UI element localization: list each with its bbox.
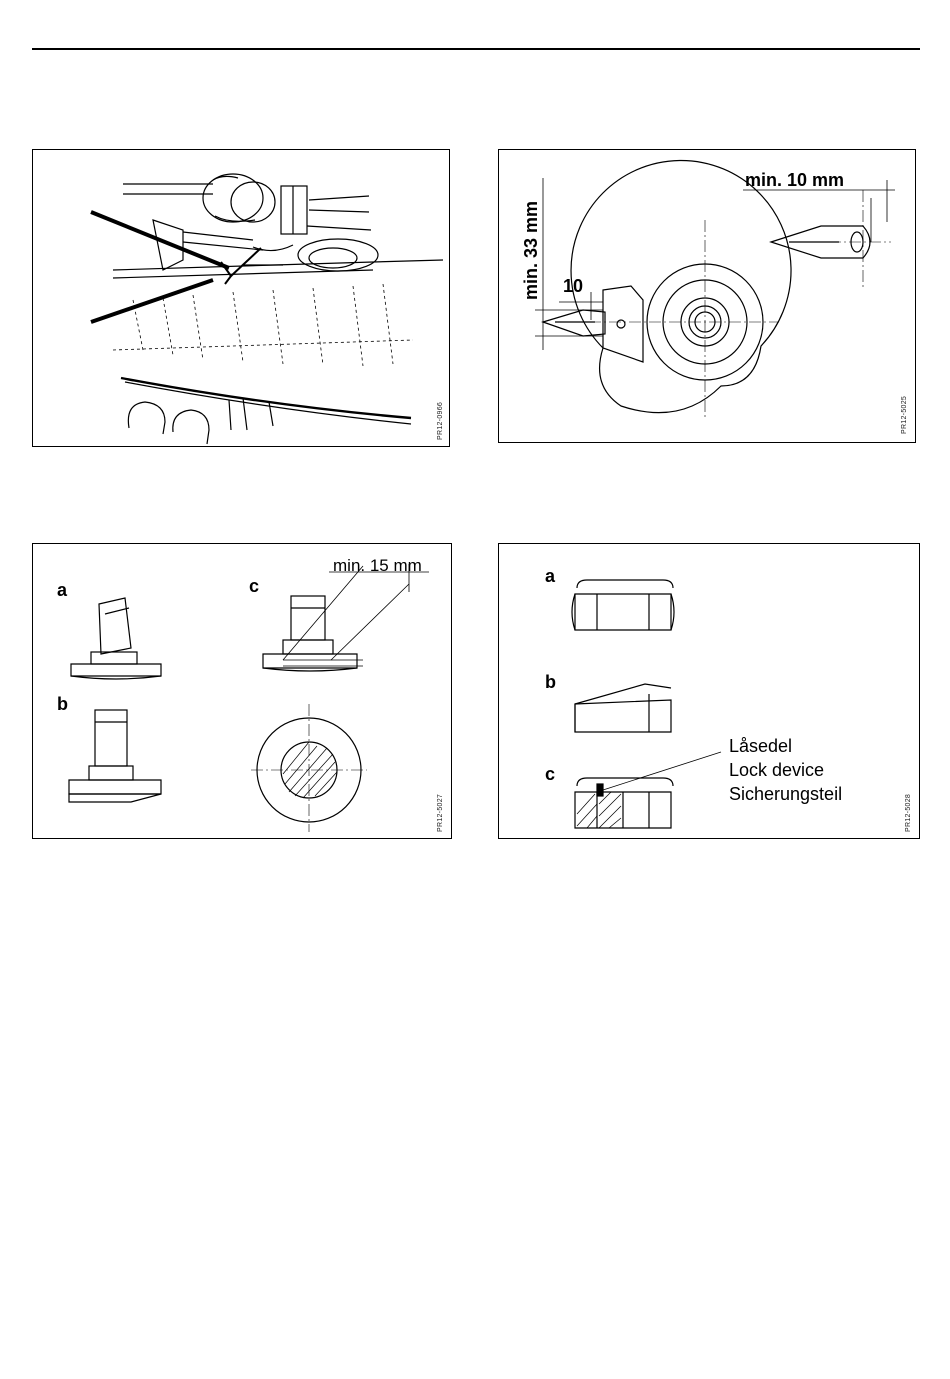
- dimension-min-15mm: min. 15 mm: [333, 556, 422, 576]
- lock-device-label-da: Låsedel: [729, 736, 792, 757]
- nut-drawing: [499, 544, 920, 839]
- figure-machine-view: PR12-0966: [32, 149, 450, 447]
- lock-device-label-en: Lock device: [729, 760, 824, 781]
- rotor-drawing: [499, 150, 916, 443]
- label-a: a: [545, 566, 555, 587]
- label-c: c: [249, 576, 259, 597]
- holder-drawing: [33, 544, 452, 839]
- lock-device-label-de: Sicherungsteil: [729, 784, 842, 805]
- dimension-min-10mm: min. 10 mm: [745, 170, 844, 191]
- dimension-10: 10: [563, 276, 583, 297]
- figure-knife-dimensions: min. 10 mm min. 33 mm 10 PR12-5025: [498, 149, 916, 443]
- header-rule: [32, 48, 920, 50]
- figure-code: PR12-5027: [437, 794, 444, 832]
- label-a: a: [57, 580, 67, 601]
- figure-nut-variants: a b c Låsedel Lock device Sicherungsteil…: [498, 543, 920, 839]
- figure-holder-variants: a b c min. 15 mm PR12-5027: [32, 543, 452, 839]
- label-c: c: [545, 764, 555, 785]
- dimension-min-33mm: min. 33 mm: [521, 201, 542, 300]
- figure-code: PR12-5028: [905, 794, 912, 832]
- machine-drawing: [33, 150, 450, 447]
- label-b: b: [57, 694, 68, 715]
- figure-code: PR12-5025: [901, 396, 908, 434]
- figure-code: PR12-0966: [437, 402, 444, 440]
- label-b: b: [545, 672, 556, 693]
